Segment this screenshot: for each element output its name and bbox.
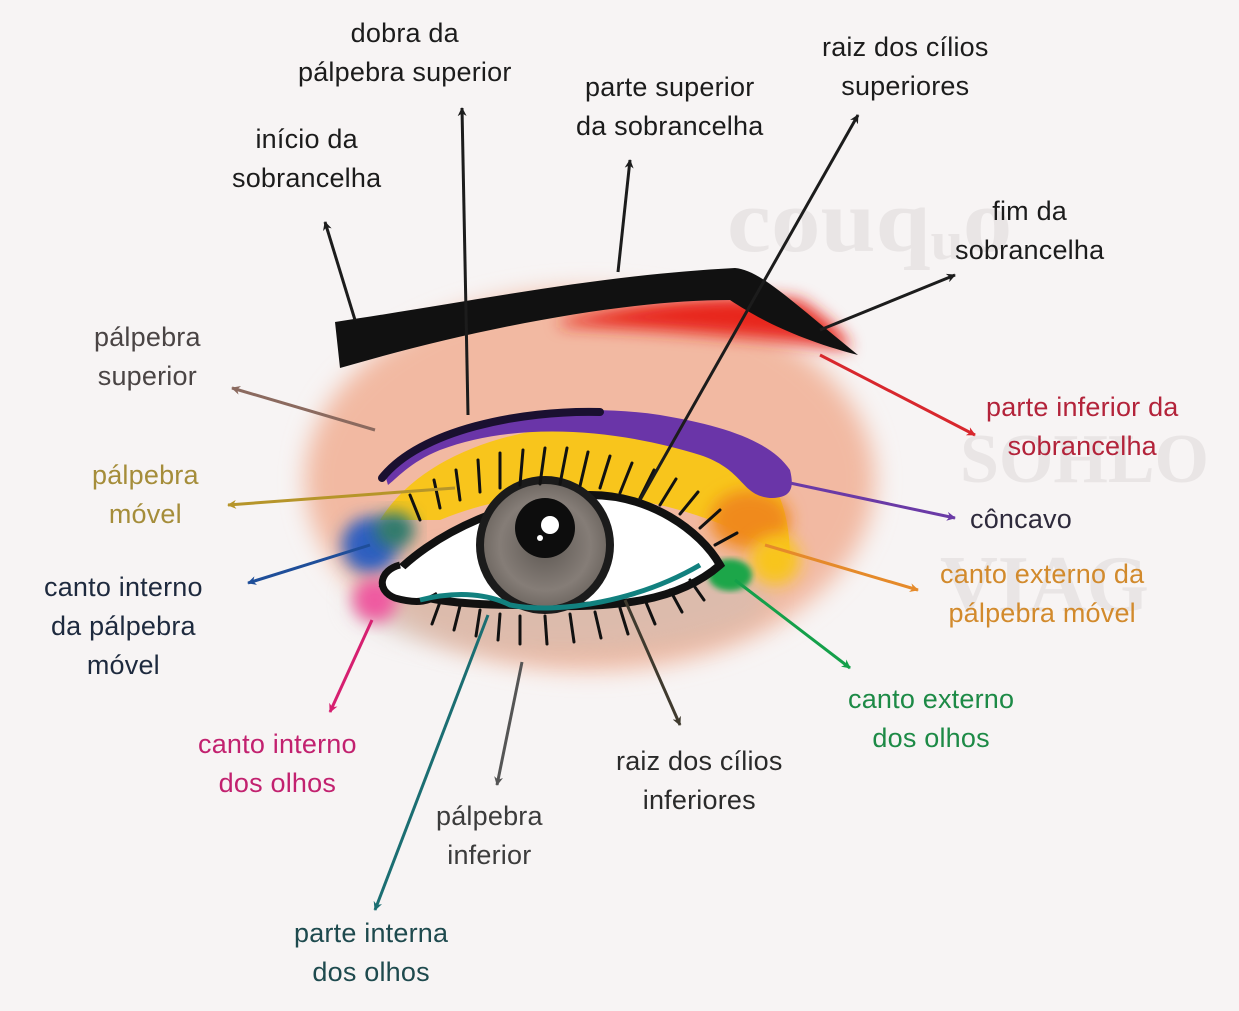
label-canto-externo-palpebra-movel: canto externo da pálpebra móvel	[940, 559, 1145, 628]
label-palpebra-movel: pálpebra móvel	[92, 460, 199, 529]
label-palpebra-inferior: pálpebra inferior	[436, 801, 543, 870]
waterline	[419, 562, 702, 611]
arrow-concavo	[789, 481, 956, 521]
arrow-canto-externo-palpebra-movel	[764, 543, 919, 593]
arrow-dobra-palpebra-superior	[457, 107, 470, 416]
arrow-canto-interno-olhos	[328, 619, 374, 713]
background-watermark: VIAG	[940, 541, 1149, 629]
label-raiz-cilios-inferiores: raiz dos cílios inferiores	[616, 746, 783, 815]
label-palpebra-superior: pálpebra superior	[94, 322, 201, 391]
background-watermark: SOHLO	[960, 421, 1209, 498]
background-watermark: couqᵤo	[727, 172, 1013, 271]
arrow-parte-inferior-sobrancelha	[819, 353, 976, 437]
label-fim-sobrancelha: fim da sobrancelha	[955, 196, 1105, 265]
label-canto-externo-olhos: canto externo dos olhos	[848, 684, 1015, 753]
label-canto-interno-palpebra-movel: canto interno da pálpebra móvel	[44, 572, 203, 680]
arrow-inicio-sobrancelha	[323, 221, 357, 321]
arrow-palpebra-movel	[227, 486, 456, 509]
label-concavo: côncavo	[970, 504, 1072, 534]
label-parte-inferior-sobrancelha: parte inferior da sobrancelha	[986, 392, 1179, 461]
arrow-palpebra-inferior	[494, 661, 524, 786]
arrow-parte-superior-sobrancelha	[616, 159, 634, 273]
outer-lid-zone	[710, 490, 790, 550]
lower-lashes	[430, 578, 706, 646]
callout-arrows	[227, 107, 976, 911]
highlight	[541, 516, 559, 534]
label-raiz-cilios-superiores: raiz dos cílios superiores	[822, 32, 989, 101]
arrow-fim-sobrancelha	[819, 273, 956, 332]
label-parte-interna-olhos: parte interna dos olhos	[294, 918, 449, 987]
arrow-parte-interna-olhos	[373, 614, 490, 911]
eyebrow	[335, 268, 858, 368]
label-canto-interno-olhos: canto interno dos olhos	[198, 729, 357, 798]
arrow-raiz-cilios-inferiores	[623, 599, 682, 726]
label-dobra-palpebra-superior: dobra da pálpebra superior	[298, 18, 512, 87]
label-parte-superior-sobrancelha: parte superior da sobrancelha	[576, 72, 764, 141]
label-inicio-sobrancelha: início da sobrancelha	[232, 124, 382, 193]
arrow-canto-interno-palpebra-movel	[247, 543, 371, 585]
crease-zone	[385, 410, 792, 498]
arrow-raiz-cilios-superiores	[638, 114, 860, 501]
upper-lashes	[408, 446, 739, 547]
arrow-palpebra-superior	[231, 385, 376, 432]
arrow-canto-externo-olhos	[734, 578, 851, 670]
